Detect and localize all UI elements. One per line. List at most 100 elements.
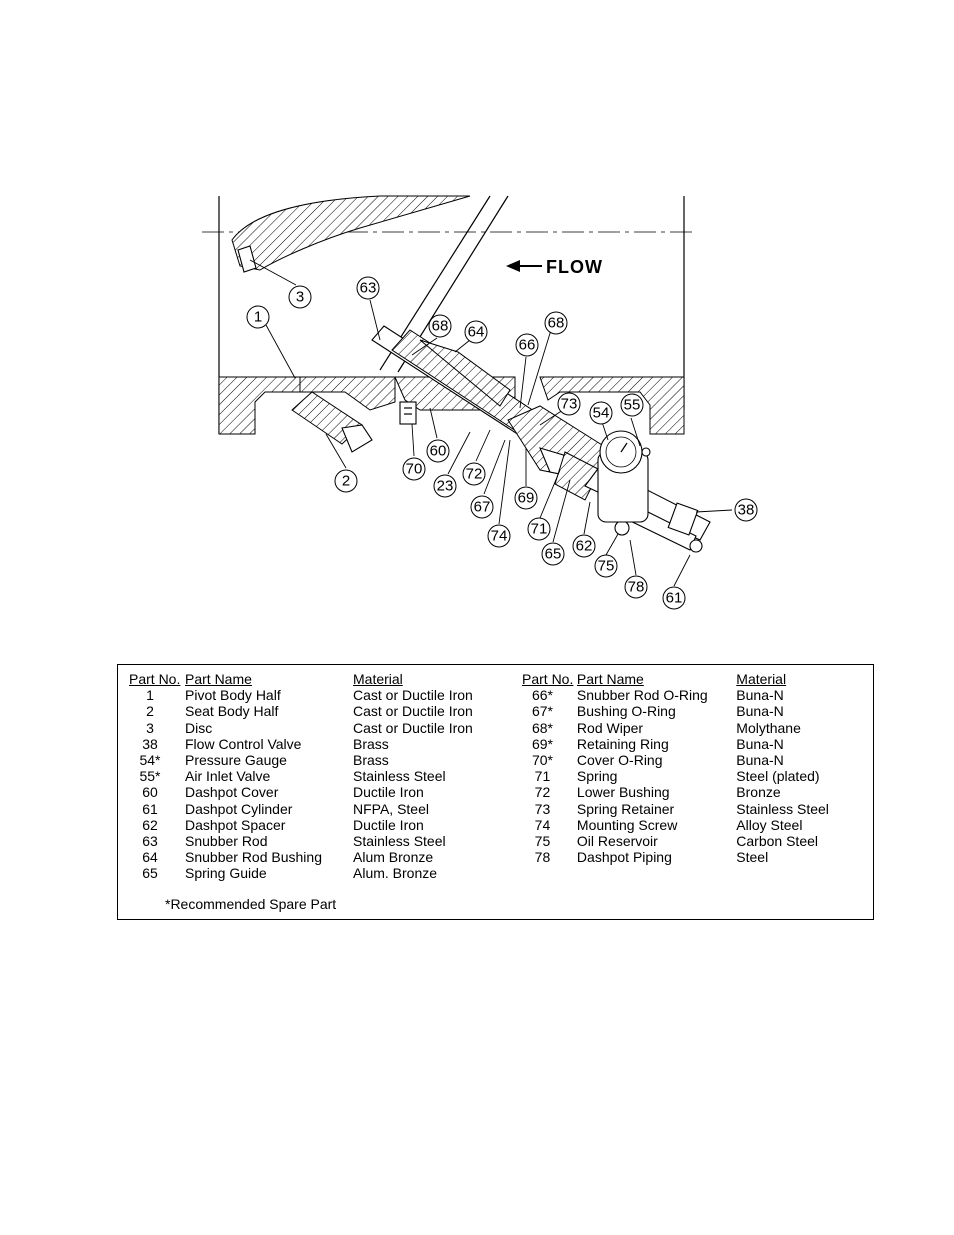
part-name-cell: Bushing O-Ring — [576, 703, 676, 720]
callout-65: 65 — [541, 542, 565, 566]
header-material: Material — [353, 671, 403, 687]
part-name-cell: Dashpot Cover — [185, 784, 279, 801]
part-no-cell: 61 — [142, 800, 158, 817]
header-material: Material — [736, 671, 787, 687]
table-row: 73 Spring Retainer Stainless Steel — [522, 801, 873, 817]
part-no-cell: 69* — [531, 735, 553, 752]
callout-38: 38 — [734, 498, 758, 522]
svg-text:62: 62 — [576, 538, 593, 555]
part-name-cell: Lower Bushing — [576, 784, 670, 801]
part-name-cell: Dashpot Cylinder — [185, 800, 293, 817]
callout-78: 78 — [624, 575, 648, 599]
callout-23: 23 — [433, 474, 457, 498]
part-no-cell: 65 — [142, 865, 158, 882]
part-name-cell: Pressure Gauge — [185, 752, 287, 769]
svg-text:23: 23 — [437, 478, 454, 495]
table-row: 69* Retaining Ring Buna-N — [522, 736, 873, 752]
part-name-cell: Mounting Screw — [576, 816, 678, 833]
part-name-cell: Snubber Rod Bushing — [185, 849, 322, 866]
disc — [231, 195, 509, 373]
part-name-cell: Cover O-Ring — [576, 752, 663, 769]
svg-text:1: 1 — [254, 309, 262, 326]
part-no-cell: 64 — [142, 849, 158, 866]
part-no-cell: 60 — [142, 784, 158, 801]
material-cell: Ductile Iron — [353, 816, 424, 833]
material-cell: Cast or Ductile Iron — [353, 719, 473, 736]
table-row: 65 Spring Guide Alum. Bronze — [129, 865, 503, 881]
svg-text:65: 65 — [545, 546, 562, 563]
table-row: 2 Seat Body Half Cast or Ductile Iron — [129, 703, 503, 719]
part-name-cell: Disc — [185, 719, 213, 736]
callout-60: 60 — [426, 439, 450, 463]
callout-64: 64 — [464, 320, 488, 344]
svg-text:60: 60 — [430, 443, 447, 460]
svg-text:67: 67 — [474, 499, 491, 516]
part-no-cell: 2 — [146, 703, 154, 720]
part-no-cell: 75 — [534, 833, 551, 850]
callout-68-left: 68 — [428, 314, 452, 338]
material-cell: NFPA, Steel — [353, 800, 429, 817]
parts-table-header: Part No. Part Name Material — [522, 671, 873, 687]
part-no-cell: 73 — [534, 800, 551, 817]
pressure-gauge-reservoir — [597, 430, 651, 523]
table-row: 60 Dashpot Cover Ductile Iron — [129, 784, 503, 800]
callout-69: 69 — [514, 486, 538, 510]
callout-75: 75 — [594, 554, 618, 578]
material-cell: Alloy Steel — [736, 816, 803, 833]
callout-63: 63 — [356, 276, 380, 300]
svg-text:73: 73 — [561, 396, 578, 413]
svg-text:64: 64 — [468, 324, 485, 341]
material-cell: Alum Bronze — [353, 849, 434, 866]
material-cell: Ductile Iron — [353, 784, 424, 801]
svg-text:2: 2 — [342, 473, 350, 490]
parts-table-header: Part No. Part Name Material — [129, 671, 503, 687]
part-name-cell: Seat Body Half — [185, 703, 279, 720]
svg-text:75: 75 — [598, 558, 615, 575]
part-no-cell: 1 — [146, 687, 154, 704]
callout-67: 67 — [470, 495, 494, 519]
flow-label: FLOW — [546, 257, 603, 277]
svg-text:38: 38 — [738, 502, 755, 519]
flow-arrow: FLOW — [506, 257, 603, 277]
material-cell: Molythane — [736, 719, 801, 736]
part-no-cell: 38 — [142, 735, 158, 752]
callout-72: 72 — [462, 462, 486, 486]
part-name-cell: Spring Guide — [185, 865, 267, 882]
material-cell: Buna-N — [736, 687, 784, 704]
material-cell: Cast or Ductile Iron — [353, 703, 473, 720]
svg-text:55: 55 — [624, 397, 641, 414]
part-no-cell: 68* — [531, 719, 553, 736]
material-cell: Buna-N — [736, 752, 784, 769]
material-cell: Buna-N — [736, 735, 784, 752]
svg-text:78: 78 — [628, 579, 645, 596]
svg-text:66: 66 — [519, 337, 536, 354]
part-no-cell: 55* — [139, 768, 161, 785]
svg-text:72: 72 — [466, 466, 483, 483]
material-cell: Stainless Steel — [736, 800, 829, 817]
part-name-cell: Snubber Rod — [185, 833, 268, 850]
part-name-cell: Retaining Ring — [576, 735, 669, 752]
material-cell: Carbon Steel — [736, 833, 818, 850]
part-name-cell: Flow Control Valve — [185, 735, 302, 752]
valve-assembly-diagram: FLOW 1 2 3 23 38 54 55 60 61 62 63 — [202, 195, 758, 610]
part-name-cell: Oil Reservoir — [576, 833, 658, 850]
callout-66: 66 — [515, 333, 539, 357]
cover-bolt — [399, 401, 417, 425]
part-no-cell: 71 — [534, 768, 551, 785]
part-name-cell: Spring Retainer — [576, 800, 675, 817]
material-cell: Alum. Bronze — [353, 865, 438, 882]
part-name-cell: Dashpot Piping — [576, 849, 672, 866]
callout-55: 55 — [620, 393, 644, 417]
part-no-cell: 67* — [531, 703, 553, 720]
svg-text:63: 63 — [360, 280, 377, 297]
table-row: 75 Oil Reservoir Carbon Steel — [522, 833, 873, 849]
svg-text:61: 61 — [666, 590, 683, 607]
